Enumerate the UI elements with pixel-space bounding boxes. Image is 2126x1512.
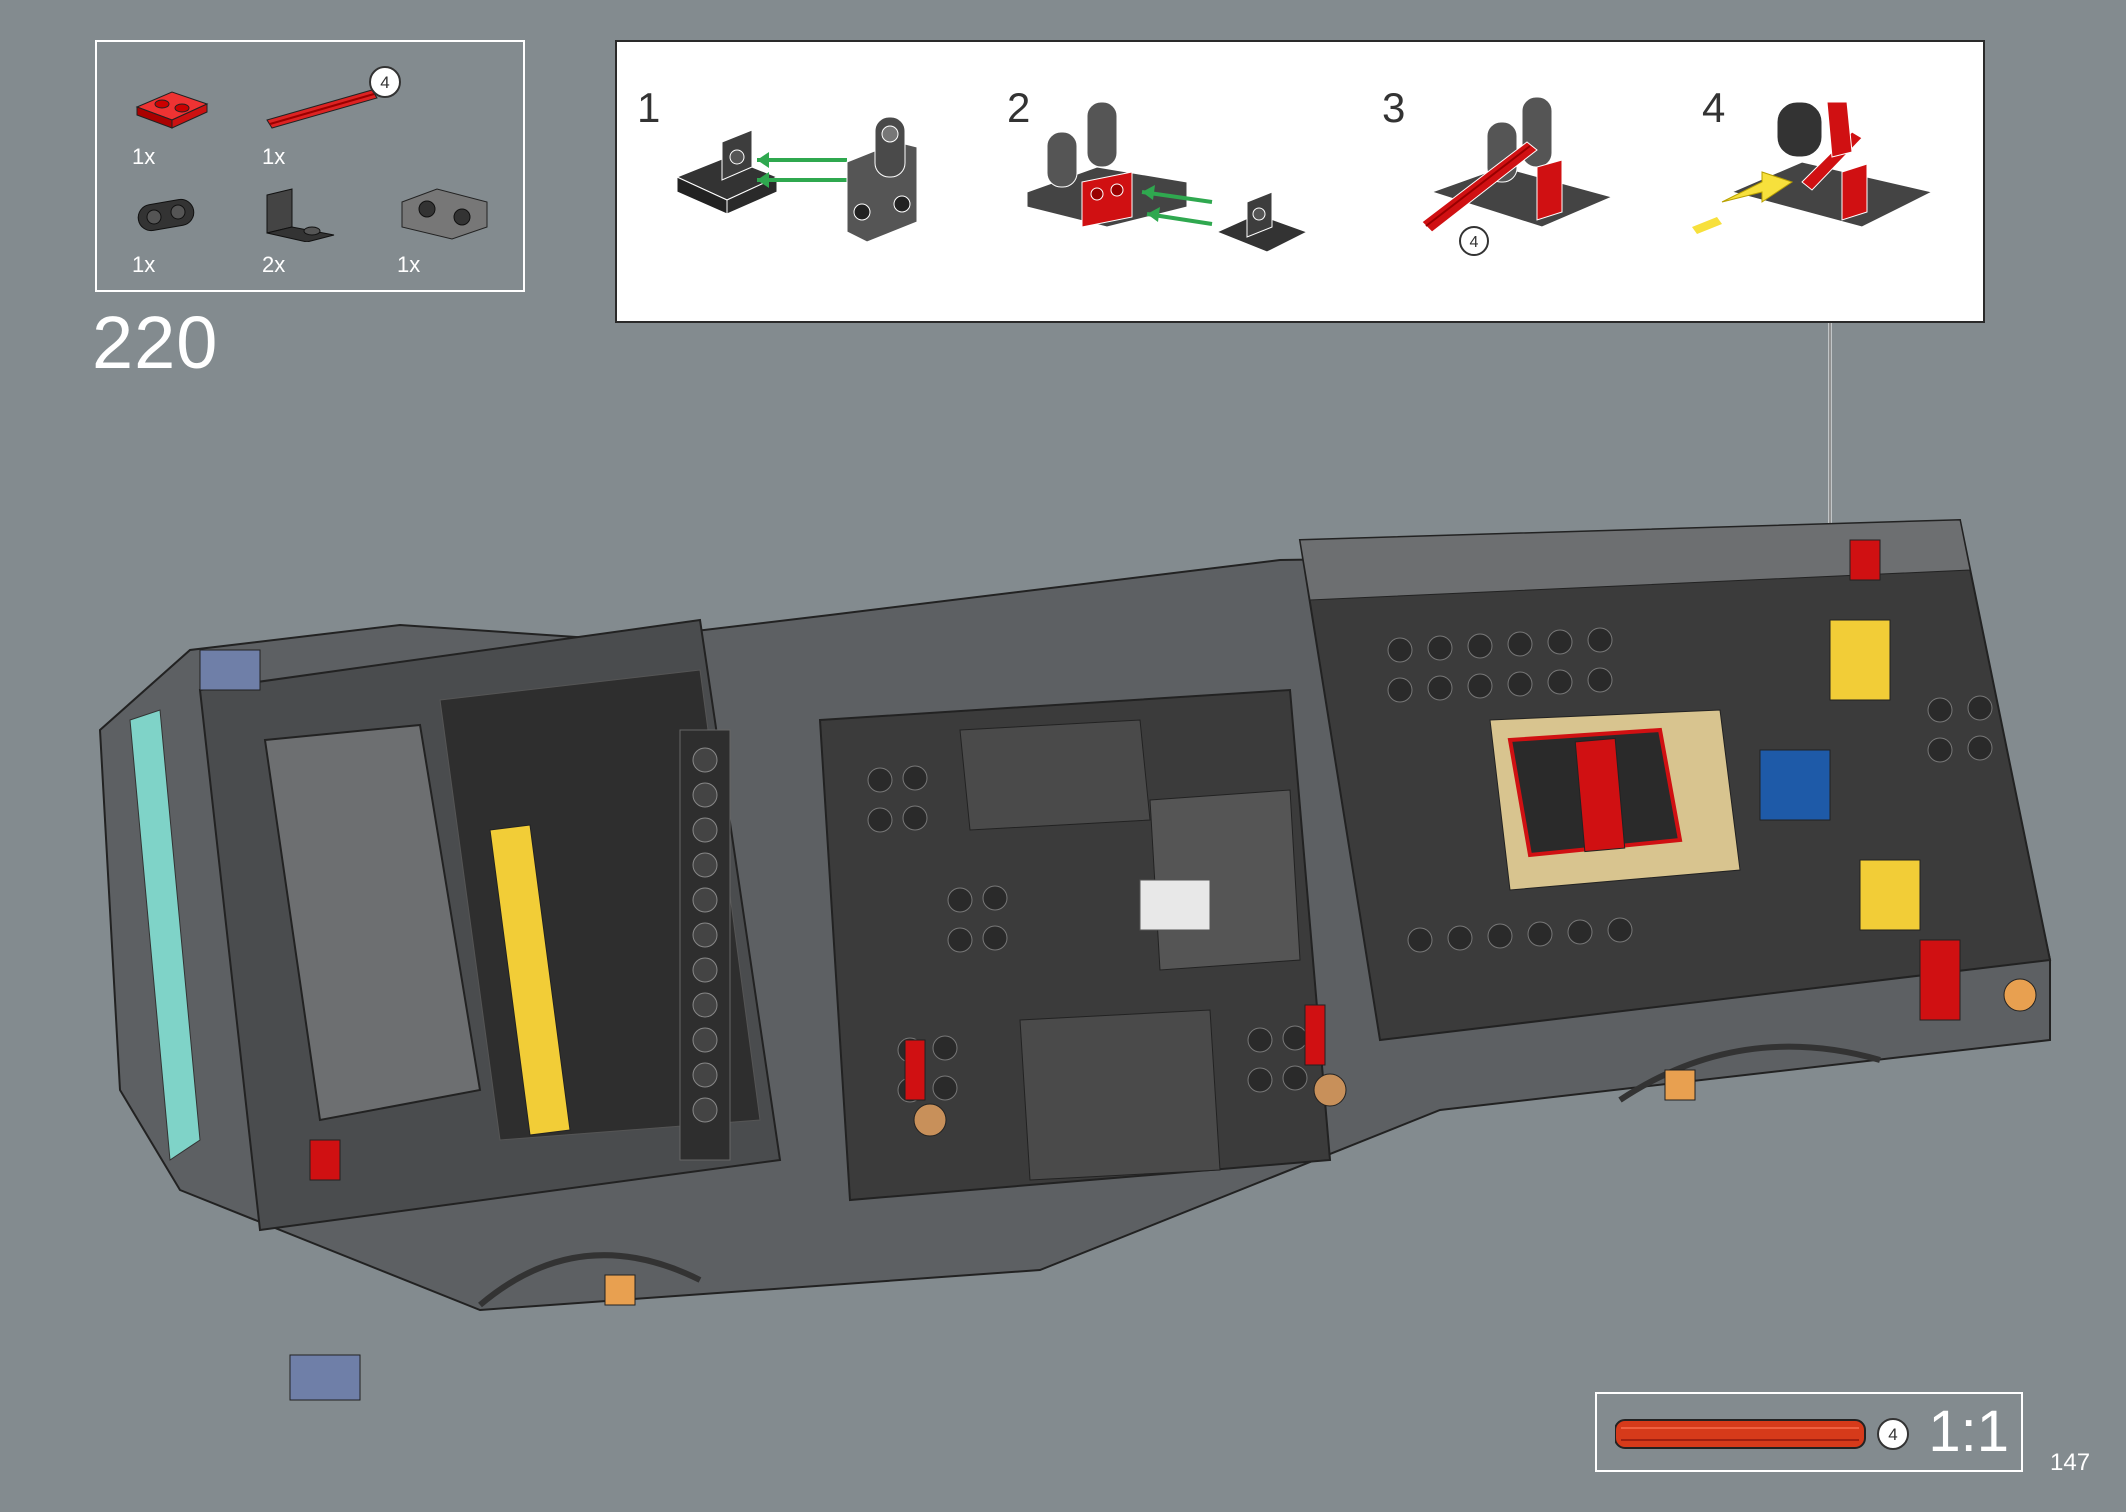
parts-qty: 1x <box>397 252 421 277</box>
parts-list-item: 1x <box>132 192 212 282</box>
sub-step-number: 2 <box>1007 84 1031 131</box>
parts-list-item: 1x <box>397 187 497 282</box>
parts-qty: 2x <box>262 252 286 277</box>
bracket-icon <box>266 188 335 243</box>
callout-number: 4 <box>1470 234 1479 251</box>
sub-step-illustration <box>1692 101 1934 234</box>
callout-number: 4 <box>380 73 389 92</box>
parts-qty: 1x <box>132 144 156 169</box>
sub-step-illustration <box>675 116 918 243</box>
parts-qty: 1x <box>132 252 156 277</box>
page-number: 147 <box>2050 1449 2091 1476</box>
sub-step-4: 4 <box>1682 42 2022 322</box>
sub-step-number: 3 <box>1382 84 1406 131</box>
callout-number-icon: 4 <box>369 66 401 98</box>
sub-step-1: 1 <box>617 42 957 322</box>
scale-callout-number: 4 <box>1888 1425 1897 1444</box>
connector-icon <box>137 198 195 232</box>
parts-list-item: 2x <box>262 187 342 282</box>
axle-scale-box: 4 1:1 <box>1595 1392 2023 1472</box>
sub-assembly-callout: 1 2 <box>615 40 1985 323</box>
sub-step-3: 3 4 <box>1362 42 1702 322</box>
steering-block-icon <box>401 188 488 240</box>
sub-step-number: 4 <box>1702 84 1726 131</box>
parts-list: 1x 4 1x 1x 2x <box>95 40 525 292</box>
red-axle-icon <box>266 89 378 129</box>
sub-step-illustration <box>1026 101 1309 253</box>
scale-label: 1:1 <box>1928 1399 2009 1464</box>
red-plate-icon <box>135 91 209 129</box>
sub-step-illustration <box>1421 96 1614 233</box>
sub-step-number: 1 <box>637 84 661 131</box>
parts-list-item: 4 1x <box>262 66 432 170</box>
step-number: 220 <box>92 301 219 384</box>
parts-list-item: 1x <box>132 82 212 172</box>
parts-qty: 1x <box>262 144 286 169</box>
car-chassis-model <box>98 518 2052 1401</box>
callout-number-icon: 4 <box>1459 226 1489 256</box>
sub-step-2: 2 <box>987 42 1327 322</box>
red-axle-scale-icon: 4 <box>1615 1418 1909 1450</box>
